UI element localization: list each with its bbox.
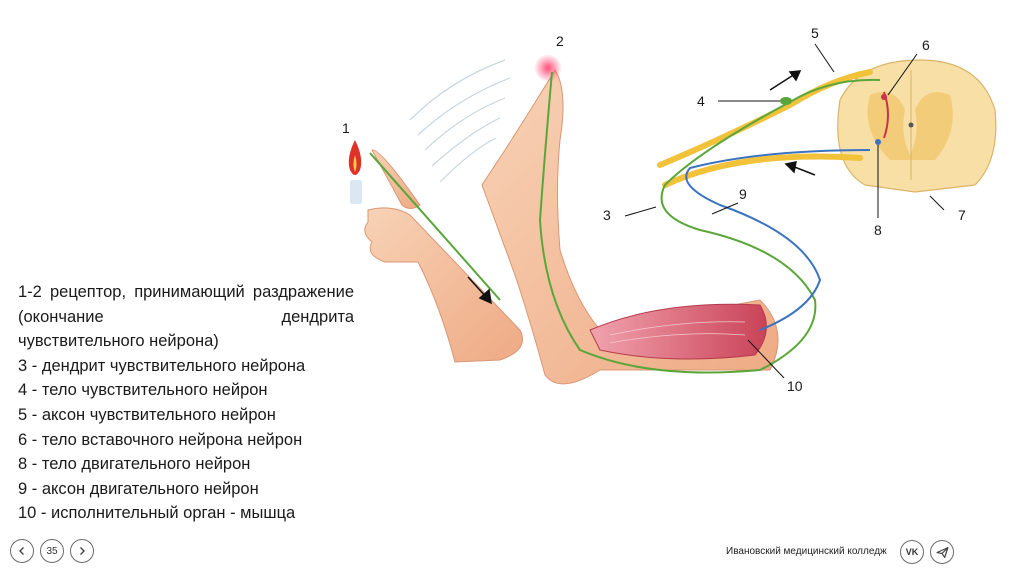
legend-item-8: 8 - тело двигательного нейрон [18, 455, 251, 474]
label-8: 8 [874, 222, 882, 238]
stimulus-glow [534, 54, 562, 82]
motion-lines [409, 59, 511, 183]
motor-neuron-body [875, 139, 881, 145]
leader-lines [624, 43, 945, 379]
left-arm [364, 149, 523, 363]
chevron-left-icon [19, 547, 24, 555]
college-name: Ивановский медицинский колледж [726, 546, 887, 557]
label-4: 4 [697, 93, 705, 109]
sensory-dendrite-green [538, 71, 881, 374]
chevron-right-icon [80, 547, 85, 555]
label-5: 5 [811, 25, 819, 41]
label-2: 2 [556, 33, 564, 49]
label-10: 10 [787, 378, 803, 394]
legend-item-4: 4 - тело чувствительного нейрон [18, 381, 268, 400]
spinal-cord [837, 59, 997, 193]
label-1: 1 [342, 120, 350, 136]
legend-item-9: 9 - аксон двигательного нейрон [18, 479, 259, 498]
muscle [589, 303, 767, 360]
interneuron [875, 91, 889, 145]
legend-item-6: 6 - тело вставочного нейрона нейрон [18, 430, 303, 449]
motor-axon-blue [685, 149, 871, 331]
legend-item-receptor-cont: чувствительного нейрона) [18, 332, 219, 351]
send-icon [935, 546, 949, 558]
page-number: 35 [40, 539, 64, 563]
slide-navigation: 35 [10, 539, 94, 563]
label-6: 6 [922, 37, 930, 53]
legend: 1-2 рецептор, принимающий раздражение (о… [18, 280, 354, 526]
vk-button[interactable]: VK [900, 540, 924, 564]
legend-item-10: 10 - исполнительный орган - мышца [18, 504, 296, 523]
legend-item-3: 3 - дендрит чувствительного нейрона [18, 356, 306, 375]
prev-slide-button[interactable] [10, 539, 34, 563]
label-7: 7 [958, 207, 966, 223]
next-slide-button[interactable] [70, 539, 94, 563]
label-9: 9 [739, 186, 747, 202]
candle [348, 140, 362, 204]
legend-item-receptor: 1-2 рецептор, принимающий раздражение (о… [18, 283, 354, 326]
label-3: 3 [603, 207, 611, 223]
legend-item-5: 5 - аксон чувствительного нейрон [18, 405, 276, 424]
share-button[interactable] [930, 540, 954, 564]
direction-arrows [467, 70, 816, 305]
